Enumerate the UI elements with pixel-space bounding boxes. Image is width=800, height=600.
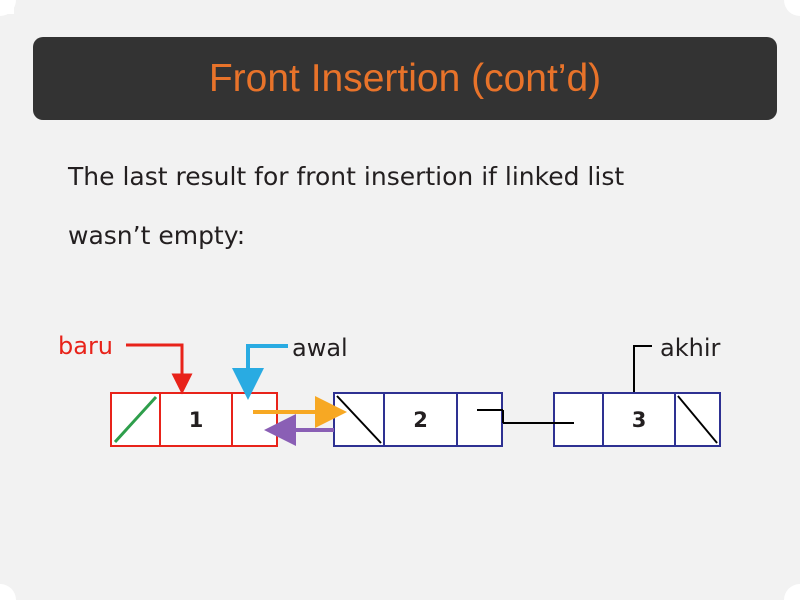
label-baru: baru bbox=[58, 332, 114, 360]
node-baru-right-pointer-cell bbox=[231, 394, 276, 445]
node-baru-left-pointer-cell bbox=[112, 394, 159, 445]
node-baru-value: 1 bbox=[159, 394, 231, 445]
node-two-right-pointer-cell bbox=[456, 394, 501, 445]
node-three-right-pointer-cell bbox=[674, 394, 719, 445]
baru-pointer-arrow bbox=[126, 343, 193, 395]
page-corner-top-left bbox=[0, 0, 16, 16]
title-bar: Front Insertion (cont’d) bbox=[33, 37, 777, 120]
body-text-line-1: The last result for front insertion if l… bbox=[68, 162, 625, 191]
page-corner-bottom-right bbox=[784, 584, 800, 600]
page-corner-bottom-left bbox=[0, 584, 16, 600]
node-two-value: 2 bbox=[383, 394, 456, 445]
linked-list-diagram: baru awal akhir 1 bbox=[0, 300, 800, 500]
label-awal: awal bbox=[292, 334, 348, 362]
page-corner-top-right bbox=[784, 0, 800, 16]
body-text-line-2: wasn’t empty: bbox=[68, 221, 246, 250]
awal-pointer-arrow bbox=[232, 344, 288, 400]
node-three-left-pointer-cell bbox=[555, 394, 602, 445]
node-three-value: 3 bbox=[602, 394, 674, 445]
label-akhir: akhir bbox=[660, 334, 721, 362]
node-three: 3 bbox=[553, 392, 721, 447]
node-two-left-pointer-cell bbox=[335, 394, 383, 445]
node-baru: 1 bbox=[110, 392, 278, 447]
node-two: 2 bbox=[333, 392, 503, 447]
page-title: Front Insertion (cont’d) bbox=[208, 56, 602, 100]
akhir-pointer-arrow bbox=[633, 345, 652, 392]
